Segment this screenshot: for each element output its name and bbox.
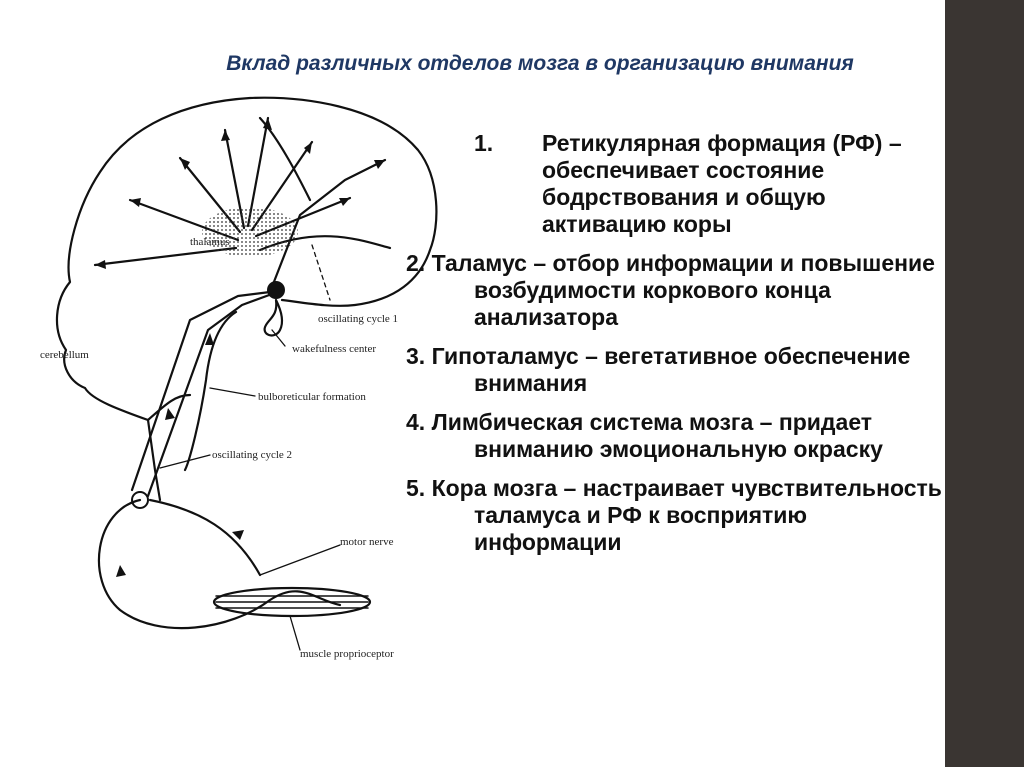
motor-path xyxy=(148,498,262,577)
label-oscillating-cycle-2: oscillating cycle 2 xyxy=(212,449,292,461)
side-accent-bar xyxy=(945,0,1024,767)
arrow-9 xyxy=(205,333,214,345)
cerebellum-contour xyxy=(146,393,192,422)
main-stem xyxy=(268,158,387,294)
arrow-11 xyxy=(232,530,244,540)
brainstem-contour xyxy=(183,310,238,472)
point-item: 2. Таламус – отбор информации и повышени… xyxy=(406,250,935,330)
slide-title: Вклад различных отделов мозга в организа… xyxy=(226,52,854,75)
arrow-2 xyxy=(221,130,230,141)
label-oscillating-cycle-1: oscillating cycle 1 xyxy=(318,313,398,325)
label-wakefulness-center: wakefulness center xyxy=(292,343,376,355)
arrow-6 xyxy=(130,198,141,207)
leader-bulbo xyxy=(209,387,256,397)
leader-motor xyxy=(259,544,341,576)
reflex-loop xyxy=(97,498,342,630)
head-outline xyxy=(55,96,438,502)
leader-osc1 xyxy=(311,244,331,301)
arrow-10 xyxy=(165,408,175,420)
arrow-3 xyxy=(263,118,272,130)
arrow-12 xyxy=(116,565,126,577)
point-item: 1. Ретикулярная формация (РФ) – обеспечи… xyxy=(474,130,944,238)
point-text: Ретикулярная формация (РФ) – обеспечивае… xyxy=(542,130,902,237)
arrow-4 xyxy=(304,142,312,154)
label-cerebellum: cerebellum xyxy=(40,349,89,361)
leader-wake xyxy=(271,329,286,347)
thalamus-region xyxy=(202,207,298,257)
point-number: 1. xyxy=(474,130,494,156)
leader-proprio xyxy=(289,615,301,651)
arrow-1 xyxy=(180,158,190,170)
spinal-tract-inner xyxy=(146,292,274,498)
point-item: 4. Лимбическая система мозга – придает в… xyxy=(406,409,883,462)
spinal-tract-outer xyxy=(130,290,272,492)
fiber-9 xyxy=(258,116,312,202)
label-thalamus: thalamus xyxy=(190,236,230,248)
label-bulboreticular-formation: bulboreticular formation xyxy=(258,391,366,403)
brain-attention-diagram: thalamus cerebellum oscillating cycle 1 … xyxy=(40,96,438,660)
point-item: 5. Кора мозга – настраивает чувствительн… xyxy=(406,475,942,555)
wakefulness-node xyxy=(267,281,285,299)
point-item: 3. Гипоталамус – вегетативное обеспечени… xyxy=(406,343,911,396)
muscle-fibers xyxy=(215,595,369,609)
fiber-7 xyxy=(93,246,238,267)
arrow-7 xyxy=(95,260,106,269)
muscle xyxy=(212,586,372,618)
points-list: 1. Ретикулярная формация (РФ) – обеспечи… xyxy=(406,130,944,568)
arrow-8 xyxy=(374,160,385,169)
brainstem-node xyxy=(131,491,149,509)
label-muscle-proprioceptor: muscle proprioceptor xyxy=(300,648,394,660)
leader-osc2 xyxy=(159,454,211,469)
wakefulness-loop xyxy=(263,298,284,337)
label-motor-nerve: motor nerve xyxy=(340,536,394,548)
arrow-5 xyxy=(339,198,350,206)
